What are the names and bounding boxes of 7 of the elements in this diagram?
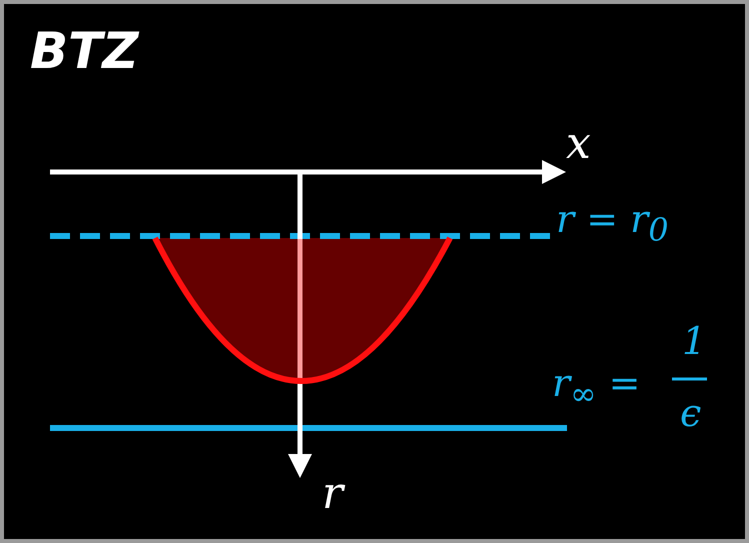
math-label: 1 [682,322,706,360]
math-label: x [566,122,591,166]
title: BTZ [30,22,138,80]
math-label: r$_{∞}$ = [552,364,640,412]
math-label: r = r$_{0}$ [556,200,668,248]
math-label: ϵ [680,394,702,432]
math-label: r [322,472,344,516]
